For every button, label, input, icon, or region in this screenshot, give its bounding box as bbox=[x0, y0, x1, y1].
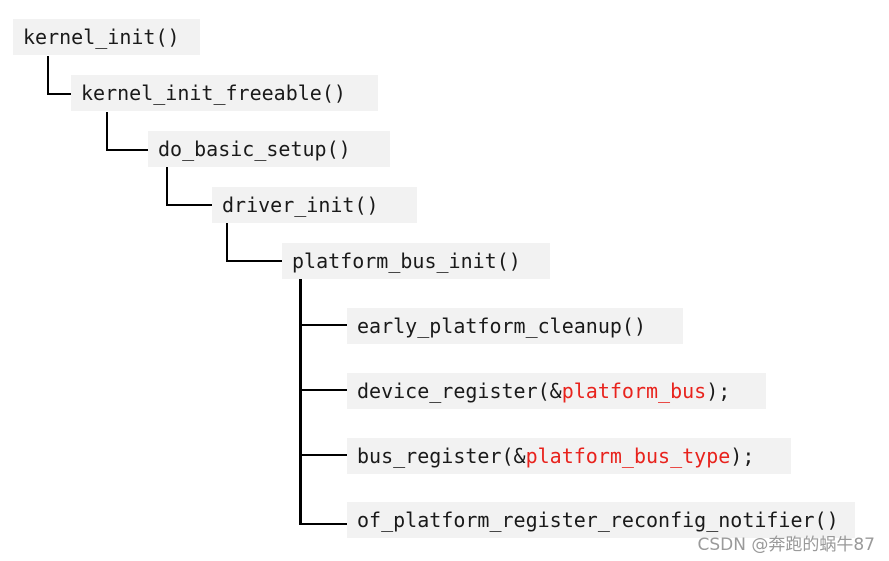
node-label-suffix: ); bbox=[730, 444, 755, 468]
connector-driver-init-vertical bbox=[226, 223, 228, 262]
connector-kernel-init-freeable-horizontal bbox=[106, 149, 148, 151]
node-kernel-init: kernel_init() bbox=[13, 19, 200, 55]
node-device-register: device_register(&platform_bus); bbox=[347, 373, 766, 409]
node-of-platform-register-reconfig-notifier: of_platform_register_reconfig_notifier() bbox=[347, 502, 855, 538]
connector-driver-init-horizontal bbox=[226, 260, 282, 262]
connector-kernel-init-vertical bbox=[47, 56, 49, 95]
connector-kernel-init-freeable-vertical bbox=[106, 112, 108, 151]
node-platform-bus-init: platform_bus_init() bbox=[282, 243, 550, 279]
node-label: do_basic_setup() bbox=[158, 137, 351, 161]
node-label-prefix: device_register(& bbox=[357, 379, 562, 403]
node-label: early_platform_cleanup() bbox=[357, 314, 646, 338]
node-driver-init: driver_init() bbox=[212, 187, 417, 223]
node-label-highlight: platform_bus_type bbox=[525, 444, 731, 468]
connector-do-basic-setup-horizontal bbox=[166, 204, 212, 206]
node-label: platform_bus_init() bbox=[292, 249, 521, 273]
connector-do-basic-setup-vertical bbox=[166, 167, 168, 206]
node-label-highlight: platform_bus bbox=[561, 379, 707, 403]
node-label: kernel_init() bbox=[23, 25, 180, 49]
connector-branch-bus-register bbox=[299, 454, 347, 456]
node-label: driver_init() bbox=[222, 193, 379, 217]
node-do-basic-setup: do_basic_setup() bbox=[148, 131, 390, 167]
node-label: kernel_init_freeable() bbox=[81, 81, 346, 105]
connector-platform-bus-init-trunk bbox=[299, 279, 302, 525]
connector-branch-device-register bbox=[299, 389, 347, 391]
node-kernel-init-freeable: kernel_init_freeable() bbox=[71, 75, 378, 111]
node-label-prefix: bus_register(& bbox=[357, 444, 526, 468]
node-label-suffix: ); bbox=[706, 379, 731, 403]
connector-kernel-init-horizontal bbox=[47, 93, 71, 95]
node-early-platform-cleanup: early_platform_cleanup() bbox=[347, 308, 683, 344]
connector-branch-of-platform-register bbox=[299, 523, 347, 525]
node-bus-register: bus_register(&platform_bus_type); bbox=[347, 438, 791, 474]
node-label: of_platform_register_reconfig_notifier() bbox=[357, 508, 839, 532]
watermark: CSDN @奔跑的蜗牛87 bbox=[697, 535, 875, 555]
connector-branch-early-platform-cleanup bbox=[299, 324, 347, 326]
